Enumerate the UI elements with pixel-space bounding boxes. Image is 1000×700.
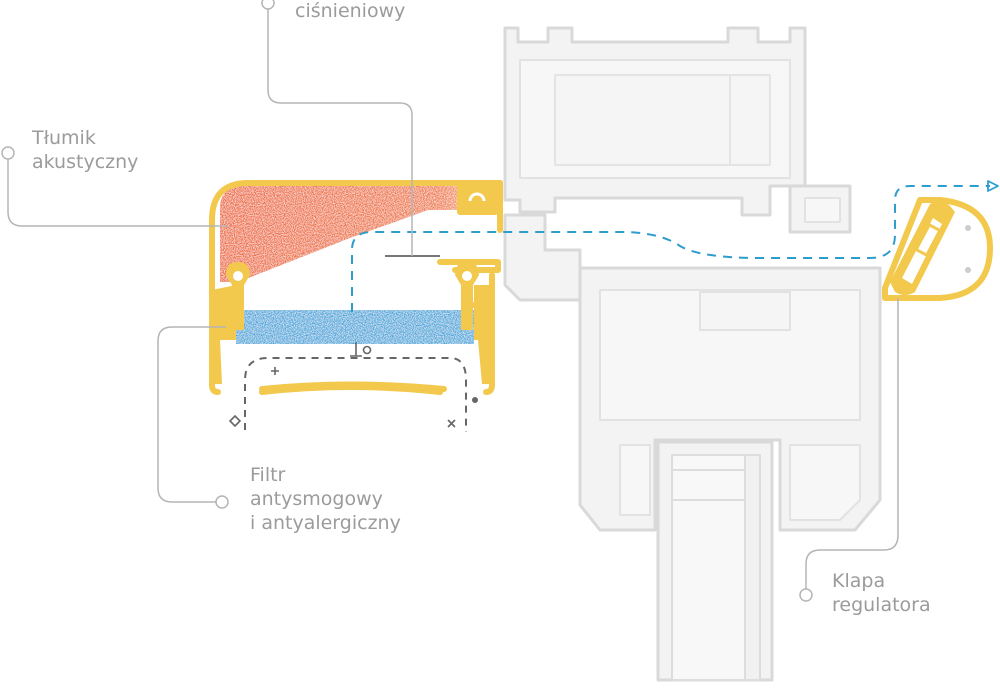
filter-media (236, 310, 474, 344)
label-filter-line1: Filtr (250, 464, 286, 486)
label-filter-line2: antysmogowy (250, 488, 383, 510)
label-silencer-line2: akustyczny (32, 151, 139, 173)
circle-symbol (362, 345, 372, 355)
silencer-endpoint (1, 146, 15, 160)
filter-endpoint (215, 495, 229, 509)
leader-flap (805, 298, 899, 592)
regulator-flap (882, 197, 993, 301)
arrow-right-icon (987, 180, 999, 192)
top-latch (462, 190, 493, 210)
label-flap-line1: Klapa (832, 570, 886, 592)
dashed-interior-outline (244, 357, 467, 432)
diamond-symbol (228, 414, 242, 428)
label-filter: Filtr antysmogowy i antyalergiczny (250, 463, 401, 535)
left-mount-clip (226, 262, 250, 330)
side-arm (503, 213, 582, 302)
window-frame-profile (503, 26, 882, 682)
label-flap: Klapa regulatora (832, 569, 931, 617)
label-flap-line2: regulatora (832, 594, 931, 616)
acoustic-silencer-foam (220, 186, 492, 282)
leader-pressure (267, 5, 413, 256)
cross-symbol (447, 419, 456, 428)
airflow-path (351, 185, 990, 312)
leader-endpoints (1, 0, 813, 602)
label-pressure: ciśnieniowy (295, 0, 405, 23)
label-pressure-line2: ciśnieniowy (295, 0, 406, 22)
leader-silencer (7, 153, 228, 227)
symbols (228, 342, 456, 428)
right-mount-clip (455, 262, 479, 330)
label-filter-line3: i antyalergiczny (250, 512, 401, 534)
bottom-cover (259, 381, 447, 392)
label-silencer: Tłumik akustyczny (32, 126, 138, 174)
pressure-endpoint (261, 0, 275, 10)
dot-symbol (472, 397, 478, 403)
flap-endpoint (799, 588, 813, 602)
leader-lines (7, 5, 899, 592)
plus-symbol (271, 367, 279, 375)
leader-filter (157, 326, 226, 503)
label-silencer-line1: Tłumik (32, 127, 96, 149)
